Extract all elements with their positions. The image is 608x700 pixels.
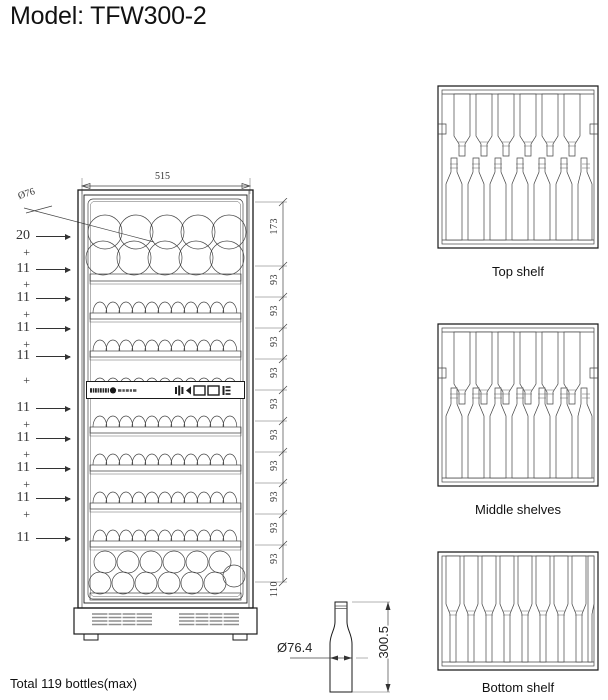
base-vent-grille [73, 607, 258, 641]
shelf-height-5: 93 [269, 398, 280, 409]
shelf-height-1: 93 [269, 274, 280, 285]
shelf-height-dimensions: 173 93 93 93 93 93 93 93 93 93 93 110 [255, 198, 295, 597]
page-title: Model: TFW300-2 [10, 2, 207, 30]
bottle-count-4: 11 [16, 348, 30, 363]
bottle-diameter-label: Ø76.4 [275, 640, 315, 655]
brand-logo-icon [90, 387, 137, 394]
plus-5: + [23, 417, 30, 431]
bottle-diameter-callout: Ø76 [17, 186, 208, 252]
bottle-count-2: 11 [16, 290, 30, 305]
bottle-count-7: 11 [16, 460, 30, 475]
shelf-height-8: 93 [269, 491, 280, 502]
shelf-height-0: 173 [269, 218, 280, 235]
plus-8: + [23, 507, 30, 521]
count-arrow-9 [36, 535, 71, 542]
shelf-height-9: 93 [269, 522, 280, 533]
plus-1: + [23, 277, 30, 291]
count-arrow-8 [36, 495, 71, 502]
count-arrow-7 [36, 465, 71, 472]
bottle-count-1: 11 [16, 261, 30, 276]
count-arrow-0 [36, 233, 71, 240]
bottle-count-5: 11 [16, 400, 30, 415]
shelf-view-top: Top shelf [432, 80, 604, 280]
width-dimension: 515 [80, 171, 252, 194]
count-arrow-1 [36, 266, 71, 273]
count-arrow-5 [36, 405, 71, 412]
plus-3: + [23, 337, 30, 351]
count-arrow-6 [36, 435, 71, 442]
bottle-detail-view: Ø76.4 300.5 [272, 596, 402, 696]
control-panel[interactable] [86, 381, 245, 399]
shelf-height-6: 93 [269, 429, 280, 440]
bottle-count-0: 20 [16, 228, 30, 243]
shelf-height-10: 93 [269, 553, 280, 564]
cabinet-front-view [60, 186, 265, 646]
bottle-count-8: 11 [16, 490, 30, 505]
bottle-count-column: 20 + 11 + 11 + 11 + 11 + 11 + 11 + 11 + … [0, 228, 78, 573]
plus-7: + [23, 477, 30, 491]
plus-6: + [23, 447, 30, 461]
count-arrow-3 [36, 325, 71, 332]
shelf-view-middle: Middle shelves [432, 318, 604, 528]
shelf-height-7: 93 [269, 460, 280, 471]
width-dimension-label: 515 [152, 171, 173, 182]
shelf-view-bottom: Bottom shelf [432, 548, 604, 700]
shelf-view-top-caption: Top shelf [491, 264, 545, 279]
bottle-count-9: 11 [16, 530, 30, 545]
display-controls-icon [175, 385, 231, 396]
shelf-height-4: 93 [269, 367, 280, 378]
plus-2: + [23, 307, 30, 321]
bottle-count-6: 11 [16, 430, 30, 445]
bottle-count-3: 11 [16, 320, 30, 335]
count-arrow-4 [36, 353, 71, 360]
total-bottles-label: Total 119 bottles(max) [10, 676, 137, 691]
shelf-height-3: 93 [269, 336, 280, 347]
plus-4: + [23, 373, 30, 387]
shelf-height-2: 93 [269, 305, 280, 316]
shelf-view-bottom-caption: Bottom shelf [481, 680, 555, 695]
shelf-view-middle-caption: Middle shelves [475, 502, 561, 517]
count-arrow-2 [36, 295, 71, 302]
bottle-height-label: 300.5 [376, 626, 391, 659]
plus-0: + [23, 245, 30, 259]
shelf-height-11: 110 [269, 581, 280, 598]
